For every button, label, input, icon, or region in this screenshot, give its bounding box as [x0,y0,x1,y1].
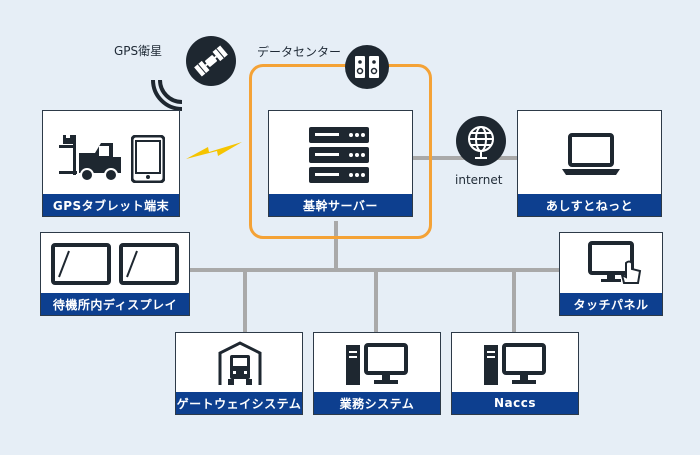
naccs-label: Naccs [452,392,578,414]
business-system-node: 業務システム [313,332,441,415]
ashisutonetto-node: あしすとねっと [517,110,662,217]
waiting-display-label: 待機所内ディスプレイ [41,293,189,315]
desktop-computer-icon [482,343,548,391]
signal-waves-icon [150,76,186,116]
gps-satellite-icon [186,36,236,90]
touch-panel-node: タッチパネル [559,232,663,316]
business-drop-line [374,270,378,332]
naccs-node: Naccs [451,332,579,415]
wireless-lightning-icon [186,140,242,170]
globe-icon [456,116,506,170]
gateway-system-node: ゲートウェイシステム [175,332,303,415]
server-drop-line [334,221,338,270]
display-screen-icon-1 [51,243,111,289]
desktop-computer-icon [344,343,410,391]
internet-label: internet [455,173,503,187]
server-rack-icon [307,125,371,189]
gate-truck-icon [216,341,264,391]
core-server-label: 基幹サーバー [269,194,412,216]
data-center-label: データセンター [257,45,342,59]
forklift-icon [55,131,125,189]
business-system-label: 業務システム [314,392,440,414]
gps-tablet-node: GPSタブレット端末 [42,110,180,217]
tablet-icon [130,134,166,187]
gps-tablet-label: GPSタブレット端末 [43,194,179,216]
laptop-icon [562,133,620,181]
data-center-frame [249,64,432,239]
gateway-drop-line [243,270,247,332]
gps-satellite-label: GPS衛星 [114,44,163,58]
display-screen-icon-2 [119,243,179,289]
ashisutonetto-label: あしすとねっと [518,194,661,216]
gateway-system-label: ゲートウェイシステム [176,392,302,414]
data-center-icon [345,45,389,93]
touch-panel-label: タッチパネル [560,293,662,315]
core-server-node: 基幹サーバー [268,110,413,217]
waiting-display-node: 待機所内ディスプレイ [40,232,190,316]
naccs-drop-line [512,270,516,332]
touch-monitor-icon [588,241,644,291]
